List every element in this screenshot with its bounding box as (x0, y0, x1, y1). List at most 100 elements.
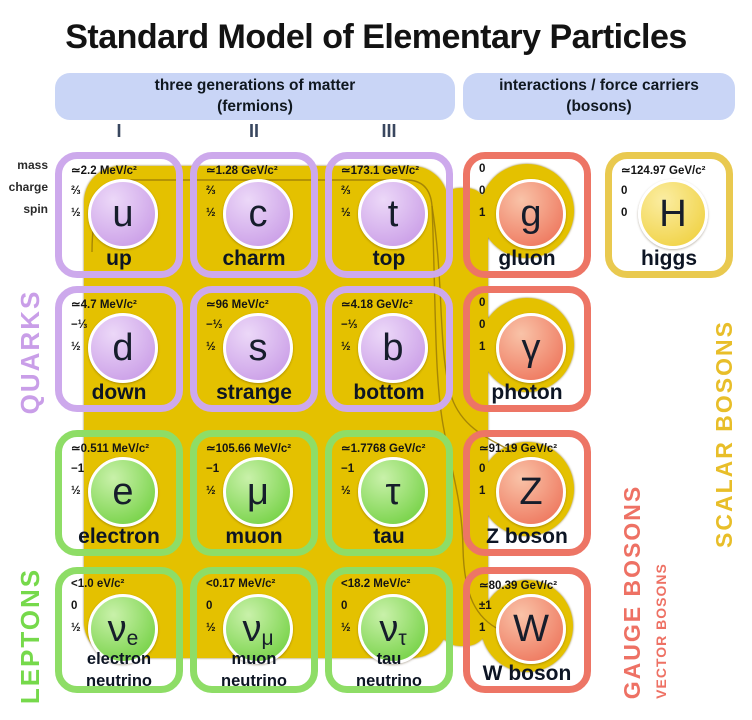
charge-value: −1 (71, 463, 85, 475)
particle-symbol-circle: τ (358, 457, 428, 527)
mass-value: ≃4.18 GeV/c² (341, 299, 413, 311)
particle-name: tau (373, 525, 405, 548)
fermions-header-line2: (fermions) (217, 97, 293, 115)
spin-value: 1 (479, 485, 486, 497)
spin-value: ½ (341, 341, 351, 353)
particle-name: muon (225, 525, 283, 548)
generation-marker-3: III (381, 121, 397, 141)
spin-value: 1 (479, 207, 486, 219)
mass-value: ≃124.97 GeV/c² (621, 165, 706, 177)
mass-value: 0 (479, 163, 486, 175)
charge-value: ⅔ (71, 185, 81, 197)
generation-marker-1: I (116, 121, 122, 141)
particle-symbol-subscript: e (126, 626, 139, 650)
particle-symbol: b (382, 327, 404, 369)
mass-value: ≃105.66 MeV/c² (206, 443, 292, 455)
particle-symbol: W (513, 608, 549, 650)
bosons-header-line1: interactions / force carriers (499, 76, 699, 94)
mass-value: ≃96 MeV/c² (206, 299, 269, 311)
spin-value: 0 (621, 207, 628, 219)
gauge-bosons-group-label: GAUGE BOSONS (619, 484, 645, 700)
particle-symbol: ν (242, 608, 262, 650)
spin-value: ½ (206, 485, 216, 497)
mass-value: ≃2.2 MeV/c² (71, 165, 137, 177)
vector-bosons-group-label: VECTOR BOSONS (653, 563, 669, 699)
particle-symbol: μ (247, 471, 269, 513)
mass-value: 0 (479, 297, 486, 309)
spin-value: ½ (341, 207, 351, 219)
particle-symbol-circle: s (223, 313, 293, 383)
particle-symbol-circle: g (496, 179, 566, 249)
particle-symbol: t (387, 193, 399, 235)
particle-symbol-circle: Z (496, 457, 566, 527)
charge-value: 0 (341, 600, 348, 612)
spin-row-label: spin (23, 202, 48, 216)
particle-symbol-circle: μ (223, 457, 293, 527)
mass-value: <18.2 MeV/c² (341, 578, 411, 590)
particle-name: higgs (641, 247, 697, 270)
charge-value: ±1 (479, 600, 492, 612)
charge-value: −⅓ (71, 319, 88, 331)
particle-symbol: u (112, 193, 134, 235)
spin-value: 1 (479, 622, 486, 634)
particle-symbol-circle: e (88, 457, 158, 527)
particle-symbol: g (520, 193, 542, 235)
particle-name: top (372, 247, 406, 270)
mass-row-label: mass (17, 158, 48, 172)
particle-card-down: ≃4.7 MeV/c² −⅓ ½ d down (55, 286, 183, 412)
particle-name: charm (222, 247, 286, 270)
spin-value: ½ (341, 485, 351, 497)
spin-value: ½ (206, 622, 216, 634)
bosons-header-line2: (bosons) (566, 97, 632, 115)
particle-name: tau neutrino (356, 650, 422, 691)
particle-symbol: Z (519, 471, 543, 513)
spin-value: ½ (206, 341, 216, 353)
quarks-group-label: QUARKS (15, 289, 45, 415)
particle-symbol-circle: H (638, 179, 708, 249)
particle-symbol: H (659, 193, 687, 235)
mass-value: ≃4.7 MeV/c² (71, 299, 137, 311)
mass-value: ≃80.39 GeV/c² (479, 580, 558, 592)
particle-symbol: ν (379, 608, 399, 650)
particle-name: down (91, 381, 147, 404)
particle-name: W boson (482, 662, 572, 685)
particle-symbol: γ (521, 327, 541, 369)
mass-value: ≃173.1 GeV/c² (341, 165, 420, 177)
mass-value: ≃0.511 MeV/c² (71, 443, 150, 455)
particle-name: strange (216, 381, 292, 404)
particle-symbol-circle: W (496, 594, 566, 664)
particle-symbol-circle: b (358, 313, 428, 383)
charge-value: 0 (206, 600, 213, 612)
spin-value: ½ (71, 341, 81, 353)
charge-value: −⅓ (206, 319, 223, 331)
charge-value: −1 (206, 463, 220, 475)
bosons-header: interactions / force carriers (bosons) (463, 73, 735, 120)
particle-card-muon: ≃105.66 MeV/c² −1 ½ μ muon (190, 430, 318, 556)
charge-value: 0 (479, 185, 486, 197)
charge-value: 0 (71, 600, 78, 612)
particle-symbol-subscript: μ (261, 626, 274, 650)
spin-value: ½ (71, 622, 81, 634)
particle-symbol-circle: c (223, 179, 293, 249)
charge-value: ⅔ (206, 185, 216, 197)
particle-name: Z boson (486, 525, 568, 548)
particle-name: up (106, 247, 132, 270)
particle-symbol-subscript: τ (398, 626, 407, 650)
particle-symbol: d (112, 327, 134, 369)
particle-symbol-circle: γ (496, 313, 566, 383)
